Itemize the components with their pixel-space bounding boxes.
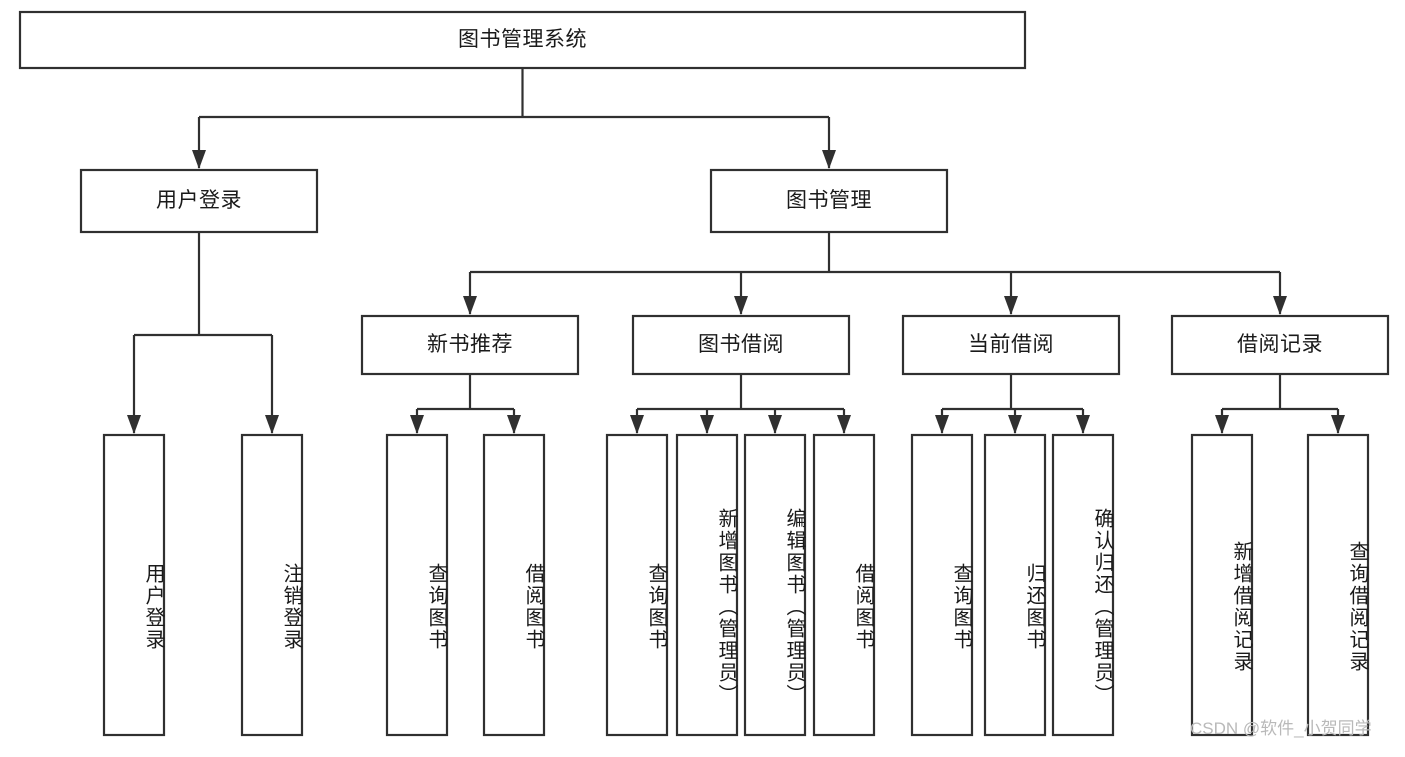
arrow-head-icon: [1331, 415, 1345, 434]
arrow-head-icon: [700, 415, 714, 434]
arrow-head-icon: [127, 415, 141, 434]
arrow-head-icon: [463, 296, 477, 315]
node-box-leaf-user-logout: [240, 433, 304, 737]
arrow-head-icon: [837, 415, 851, 434]
arrow-head-icon: [410, 415, 424, 434]
connector-layer: [127, 68, 1345, 434]
node-box-current-borrow: [901, 314, 1121, 376]
node-box-new-book-recommend: [360, 314, 580, 376]
box-layer: [18, 10, 1390, 737]
arrow-head-icon: [630, 415, 644, 434]
node-box-book-borrow: [631, 314, 851, 376]
node-box-leaf-confirm-return: [1051, 433, 1115, 737]
node-box-leaf-borrow-book-1: [482, 433, 546, 737]
node-box-leaf-borrow-book-2: [812, 433, 876, 737]
node-box-borrow-record: [1170, 314, 1390, 376]
arrow-head-icon: [1215, 415, 1229, 434]
arrow-head-icon: [192, 150, 206, 169]
node-box-leaf-add-book: [675, 433, 739, 737]
node-box-leaf-user-login: [102, 433, 166, 737]
arrow-head-icon: [1076, 415, 1090, 434]
arrow-head-icon: [507, 415, 521, 434]
node-box-leaf-edit-book: [743, 433, 807, 737]
node-box-root: [18, 10, 1027, 70]
node-box-book-manage: [709, 168, 949, 234]
arrow-head-icon: [734, 296, 748, 315]
node-box-user-login: [79, 168, 319, 234]
arrow-head-icon: [822, 150, 836, 169]
arrow-head-icon: [768, 415, 782, 434]
node-box-leaf-return-book: [983, 433, 1047, 737]
node-box-leaf-query-book-2: [605, 433, 669, 737]
arrow-head-icon: [1004, 296, 1018, 315]
arrow-head-icon: [1008, 415, 1022, 434]
node-box-leaf-query-book-1: [385, 433, 449, 737]
node-box-leaf-query-book-3: [910, 433, 974, 737]
arrow-head-icon: [935, 415, 949, 434]
node-box-leaf-query-record: [1306, 433, 1370, 737]
node-box-leaf-add-record: [1190, 433, 1254, 737]
arrow-head-icon: [1273, 296, 1287, 315]
arrow-head-icon: [265, 415, 279, 434]
